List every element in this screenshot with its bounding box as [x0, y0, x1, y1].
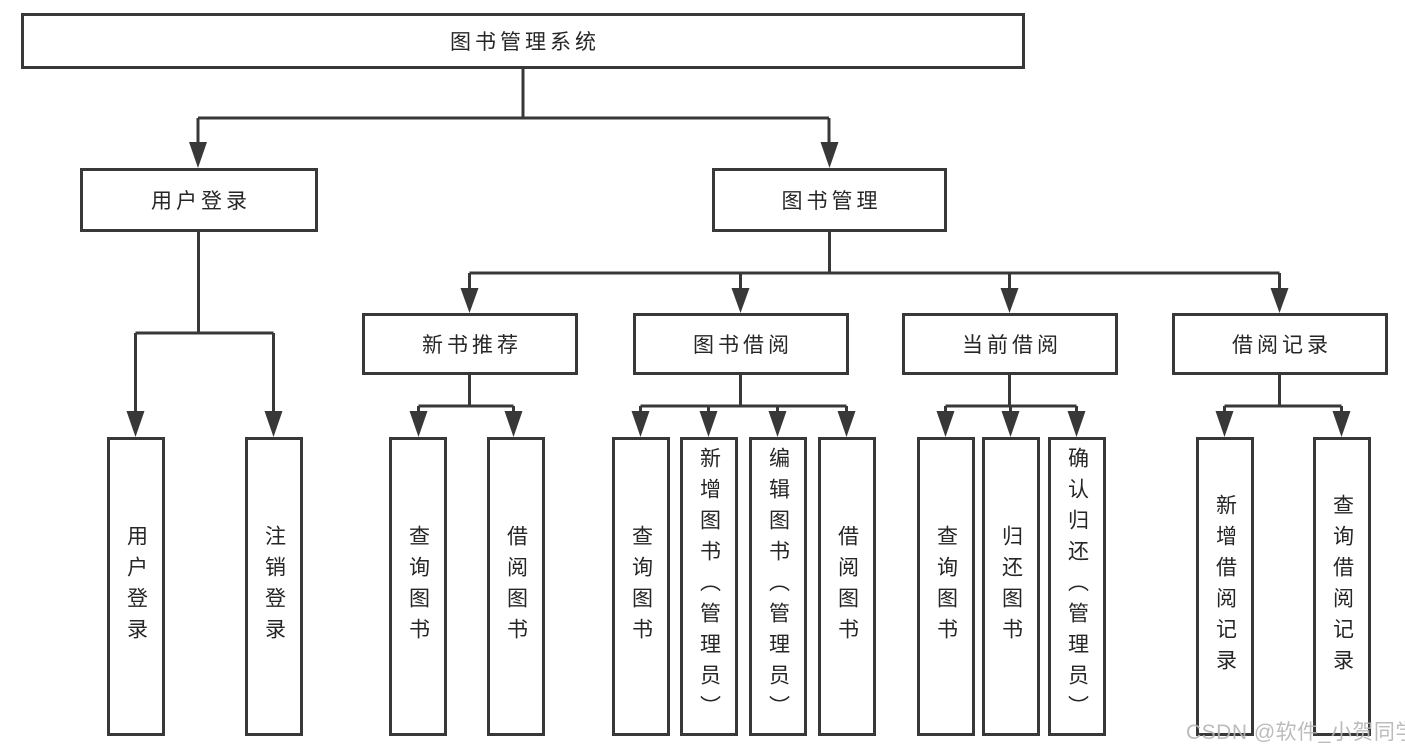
leaf-br-query-record: 查询借阅记录 — [1313, 437, 1371, 736]
leaf-label: 确认归还（管理员） — [1065, 447, 1089, 726]
node-book-management: 图书管理 — [712, 168, 947, 232]
node-current-borrowing: 当前借阅 — [902, 313, 1118, 375]
leaf-label: 查询图书 — [406, 524, 430, 649]
leaf-label: 查询借阅记录 — [1330, 493, 1354, 680]
leaf-label: 注销登录 — [262, 524, 286, 649]
node-root-system: 图书管理系统 — [21, 13, 1025, 69]
leaf-cb-query-books: 查询图书 — [917, 437, 975, 736]
leaf-label: 新增图书（管理员） — [697, 447, 721, 726]
leaf-br-add-record: 新增借阅记录 — [1196, 437, 1254, 736]
leaf-label: 新增借阅记录 — [1213, 493, 1237, 680]
leaf-user-login: 用户登录 — [107, 437, 165, 736]
leaf-nbr-query-books: 查询图书 — [389, 437, 447, 736]
csdn-watermark: CSDN @软件_小贺同学 — [1186, 721, 1405, 744]
leaf-label: 借阅图书 — [504, 524, 528, 649]
node-label: 图书借阅 — [693, 334, 793, 357]
node-label: 当前借阅 — [962, 334, 1062, 357]
node-label: 借阅记录 — [1232, 334, 1332, 357]
node-label: 用户登录 — [151, 190, 251, 213]
leaf-bb-borrow-books: 借阅图书 — [818, 437, 876, 736]
leaf-logout-login: 注销登录 — [245, 437, 303, 736]
arrowheads — [126, 142, 1351, 437]
leaf-cb-return-books: 归还图书 — [982, 437, 1040, 736]
leaf-label: 借阅图书 — [835, 524, 859, 649]
leaf-bb-add-books-admin: 新增图书（管理员） — [680, 437, 738, 736]
node-borrowing-records: 借阅记录 — [1172, 313, 1388, 375]
leaf-label: 查询图书 — [934, 524, 958, 649]
leaf-bb-query-books: 查询图书 — [612, 437, 670, 736]
leaf-nbr-borrow-books: 借阅图书 — [487, 437, 545, 736]
node-label: 图书管理 — [781, 190, 882, 213]
node-label: 新书推荐 — [422, 334, 522, 357]
node-label: 图书管理系统 — [450, 31, 600, 54]
leaf-bb-edit-books-admin: 编辑图书（管理员） — [749, 437, 807, 736]
node-book-borrowing: 图书借阅 — [633, 313, 849, 375]
leaf-label: 查询图书 — [629, 524, 653, 649]
leaf-label: 用户登录 — [124, 524, 148, 649]
node-new-book-recommend: 新书推荐 — [362, 313, 578, 375]
leaf-label: 编辑图书（管理员） — [766, 447, 790, 726]
leaf-label: 归还图书 — [999, 524, 1023, 649]
node-user-login: 用户登录 — [80, 168, 318, 232]
leaf-cb-confirm-return-admin: 确认归还（管理员） — [1048, 437, 1106, 736]
